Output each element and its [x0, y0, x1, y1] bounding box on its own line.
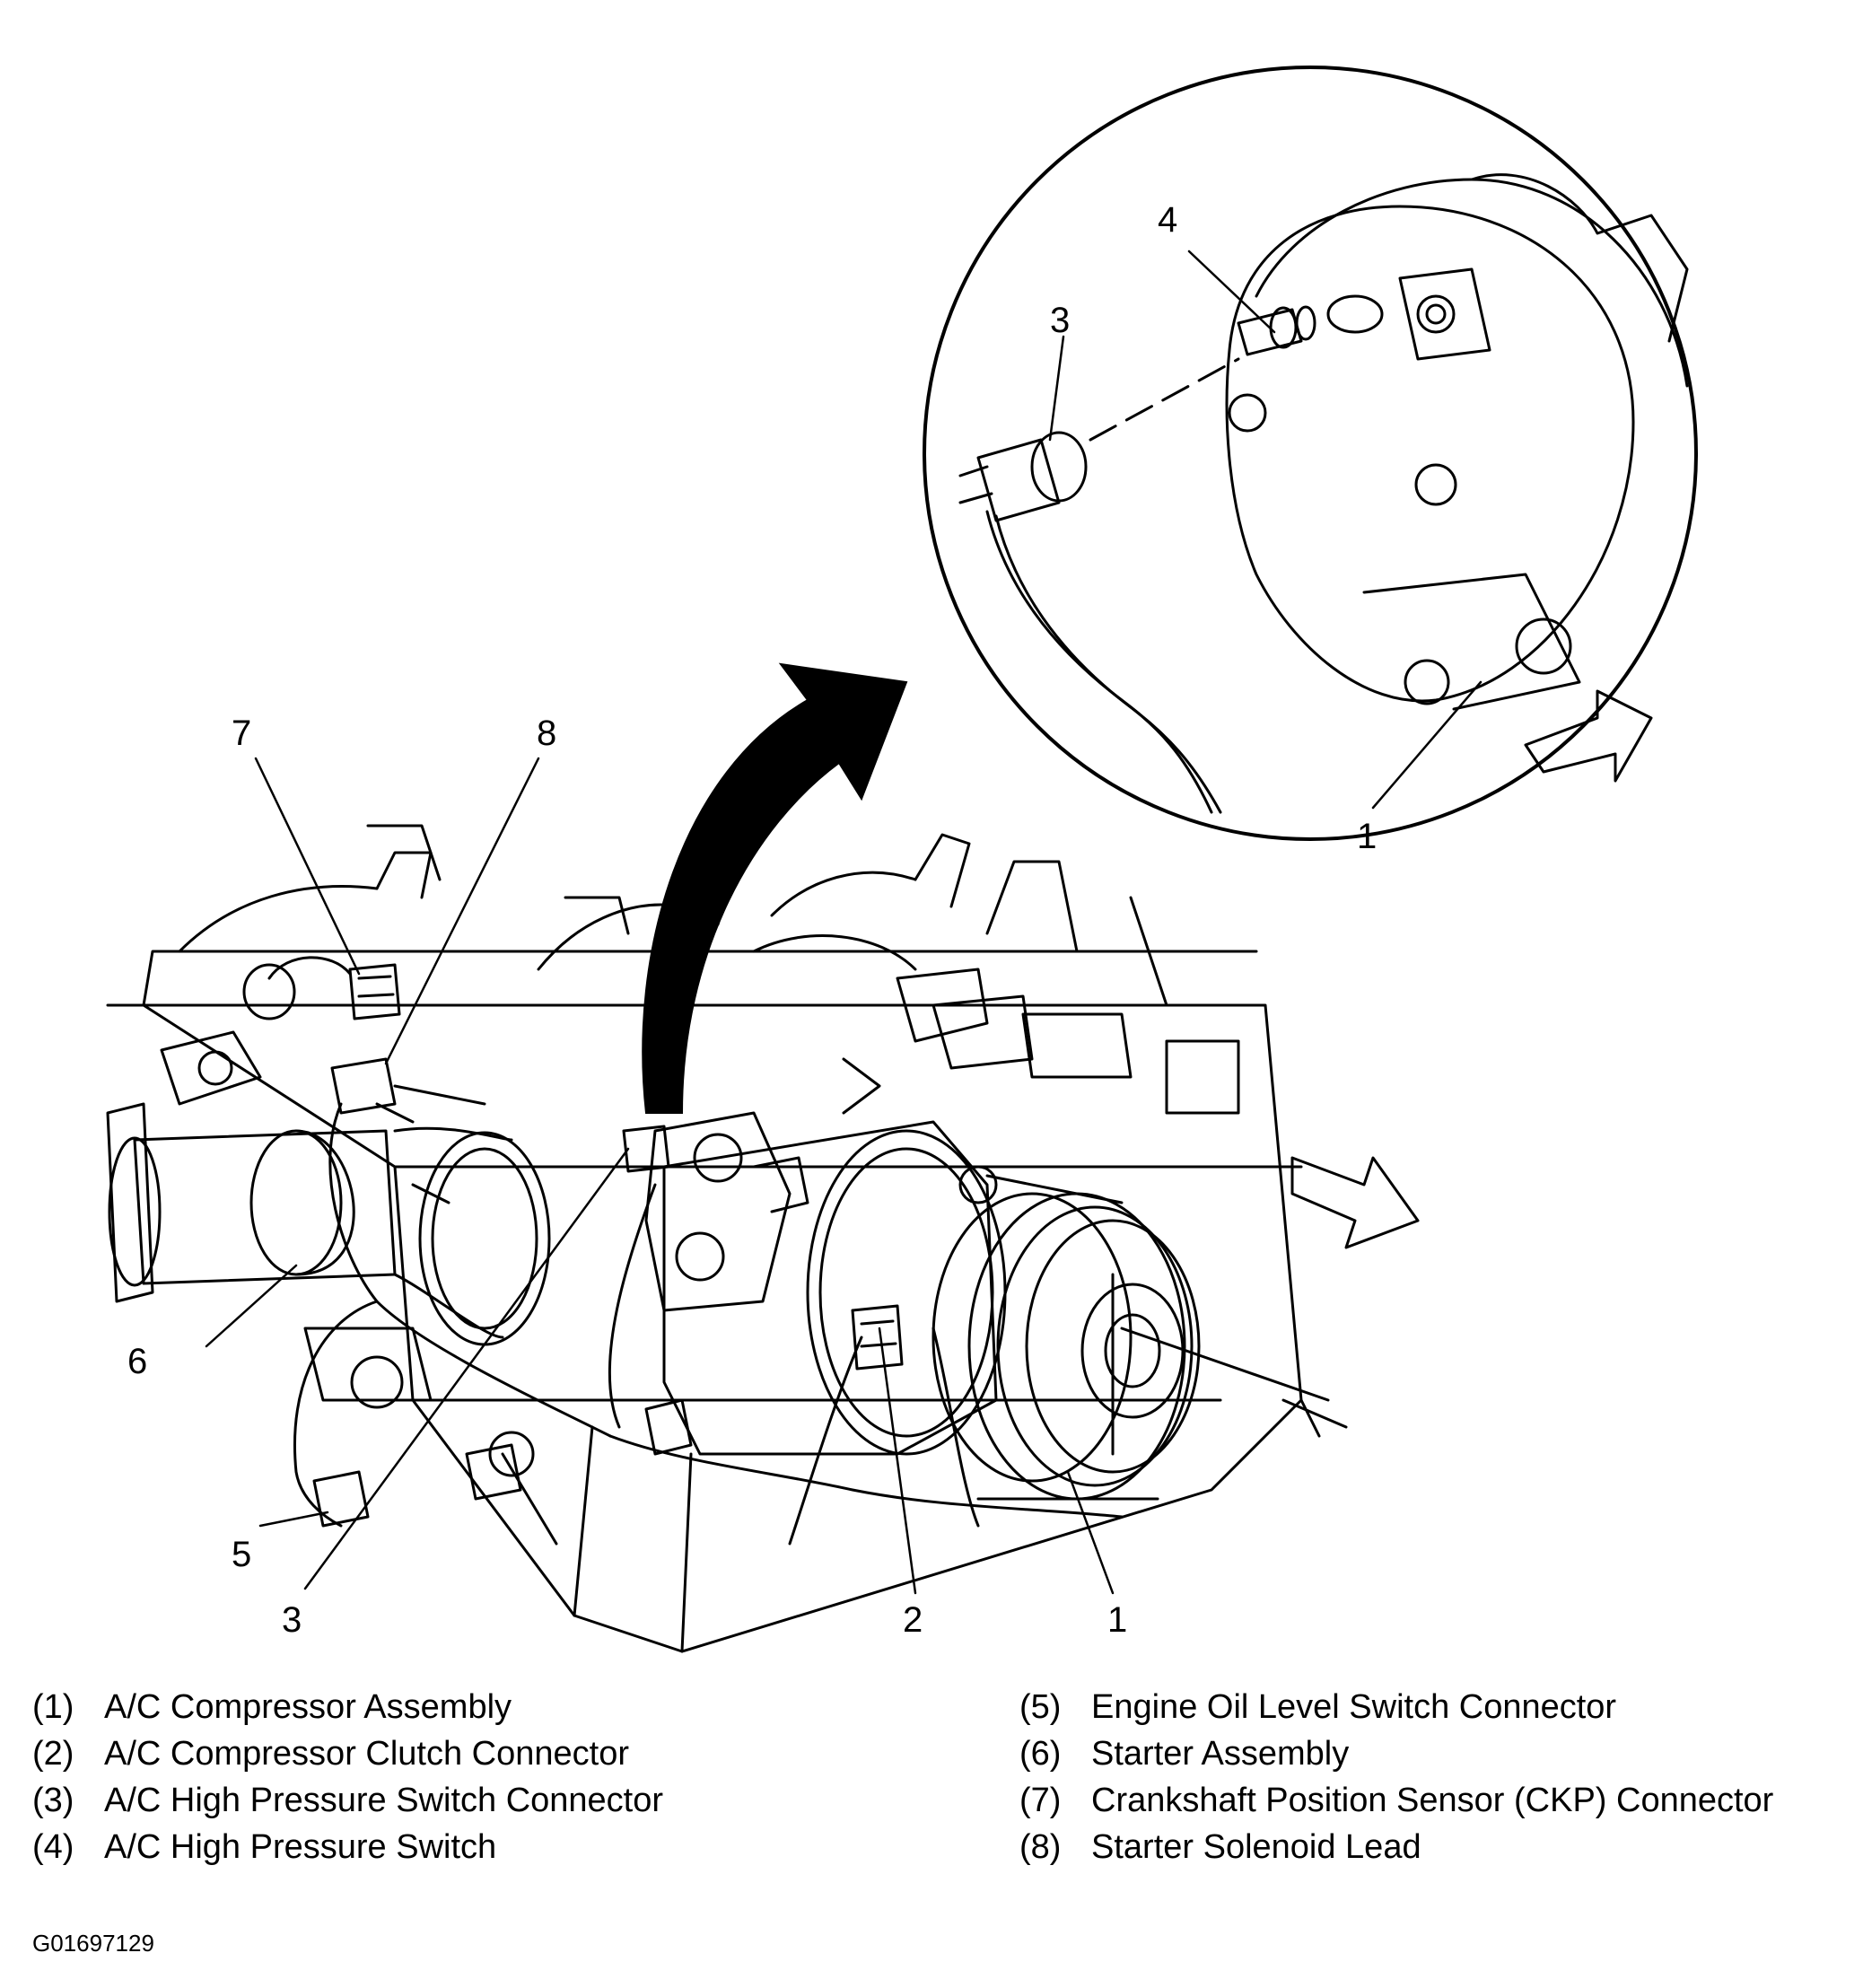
- legend-item-1: (1)A/C Compressor Assembly: [32, 1688, 512, 1726]
- legend-item-4: (4)A/C High Pressure Switch: [32, 1828, 497, 1866]
- inset-magnifier: [923, 66, 1698, 841]
- leader-lines: [205, 250, 1483, 1595]
- figure-id: G01697129: [32, 1930, 154, 1957]
- callout-2: 2: [903, 1600, 923, 1640]
- callout-3-inset: 3: [1050, 301, 1070, 340]
- direction-arrow: [1290, 1156, 1420, 1249]
- legend-item-6: (6)Starter Assembly: [1019, 1735, 1350, 1773]
- engine-block: [106, 950, 1348, 1653]
- upper-hoses: [178, 824, 1240, 1115]
- callouts: 7 8 6 5 3 2 1 4 3 1: [127, 200, 1377, 1640]
- callout-7: 7: [232, 714, 251, 753]
- legend-item-7: (7)Crankshaft Position Sensor (CKP) Conn…: [1019, 1782, 1774, 1819]
- legend-item-5: (5)Engine Oil Level Switch Connector: [1019, 1688, 1617, 1726]
- connectors-main: [242, 956, 904, 1528]
- callout-8: 8: [537, 714, 556, 753]
- parts-legend: (1)A/C Compressor Assembly (2)A/C Compre…: [0, 1687, 1863, 1957]
- magnify-arrow-icon: [642, 662, 908, 1114]
- wiring-harness: [293, 1102, 1124, 1546]
- callout-4: 4: [1158, 200, 1177, 240]
- callout-3-main: 3: [282, 1600, 302, 1640]
- compressor-assembly: [644, 1111, 1201, 1501]
- legend-item-8: (8)Starter Solenoid Lead: [1019, 1828, 1421, 1866]
- legend-item-2: (2)A/C Compressor Clutch Connector: [32, 1735, 629, 1773]
- starter-assembly: [106, 1030, 551, 1409]
- callout-1-main: 1: [1107, 1600, 1127, 1640]
- callout-5: 5: [232, 1535, 251, 1574]
- callout-1-inset: 1: [1357, 817, 1377, 856]
- engine-diagram: 7 8 6 5 3 2 1 4 3 1: [106, 66, 1698, 1653]
- legend-item-3: (3)A/C High Pressure Switch Connector: [32, 1782, 664, 1819]
- callout-6: 6: [127, 1342, 147, 1381]
